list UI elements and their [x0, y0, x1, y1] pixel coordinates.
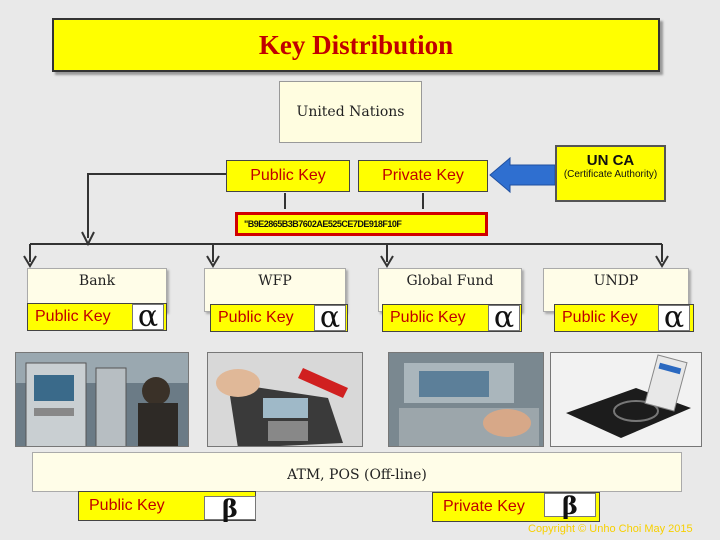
beta-symbol-icon: β [204, 494, 256, 523]
alpha-symbol-icon: α [658, 303, 690, 333]
un-ca-box: UN CA (Certificate Authority) [555, 145, 666, 202]
fingerprint-atm-photo [388, 352, 544, 447]
un-public-key-label: Public Key [250, 167, 326, 184]
devices-label: ATM, POS (Off-line) [287, 467, 427, 483]
org-name: UNDP [593, 273, 639, 289]
pos-terminal-photo [207, 352, 363, 447]
org-key-label: Public Key [390, 309, 466, 326]
ca-subtitle: (Certificate Authority) [563, 169, 658, 180]
alpha-symbol-icon: α [314, 303, 346, 333]
org-key-label: Public Key [562, 309, 638, 326]
atm-machine-photo [15, 352, 189, 447]
un-public-key: Public Key [226, 160, 350, 192]
org-box-global-fund: Global Fund [378, 268, 522, 312]
un-private-key: Private Key [358, 160, 488, 192]
united-nations-box: United Nations [279, 81, 422, 143]
devices-box: ATM, POS (Off-line) [32, 452, 682, 492]
page-title: Key Distribution [258, 29, 454, 60]
un-private-key-label: Private Key [382, 167, 464, 184]
org-name: Global Fund [406, 273, 494, 289]
org-name: WFP [258, 273, 292, 289]
org-key-label: Public Key [35, 308, 111, 325]
beta-symbol-icon: β [544, 491, 596, 520]
card-reader-photo [550, 352, 702, 447]
org-key-label: Public Key [218, 309, 294, 326]
authority-name: United Nations [296, 104, 405, 120]
title-banner: Key Distribution [52, 18, 660, 72]
alpha-symbol-icon: α [488, 303, 520, 333]
ca-title: UN CA [586, 152, 635, 169]
hash-value: "B9E2865B3B7602AE525CE7DE918F10F [235, 212, 488, 236]
org-name: Bank [78, 273, 116, 289]
device-private-key-label: Private Key [443, 498, 525, 515]
copyright-text: Copyright © Unho Choi May 2015 [528, 523, 693, 535]
ca-arrow-icon [489, 156, 556, 194]
connector-public-key [87, 173, 226, 238]
device-public-key-label: Public Key [89, 497, 165, 514]
alpha-symbol-icon: α [132, 302, 164, 332]
